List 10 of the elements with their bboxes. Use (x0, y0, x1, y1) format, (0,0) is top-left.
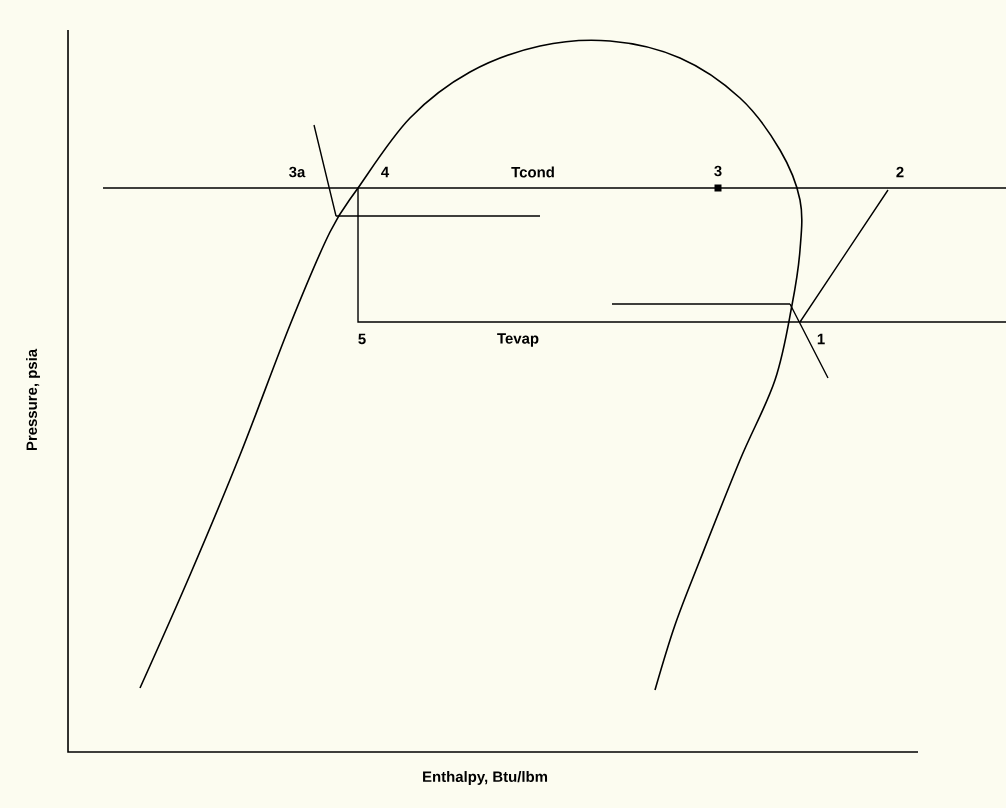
axis-title: Pressure, psia (26, 348, 40, 451)
line-label: Tcond (511, 166, 554, 178)
point-label: 1 (817, 333, 825, 345)
axis-title: Enthalpy, Btu/lbm (423, 771, 548, 785)
point-label: 5 (358, 333, 366, 345)
point-label: 3a (289, 166, 306, 178)
point-label: 4 (381, 166, 390, 178)
point-label: 3 (714, 165, 722, 177)
line-label: Tevap (497, 333, 539, 347)
point-label: 2 (896, 166, 904, 178)
